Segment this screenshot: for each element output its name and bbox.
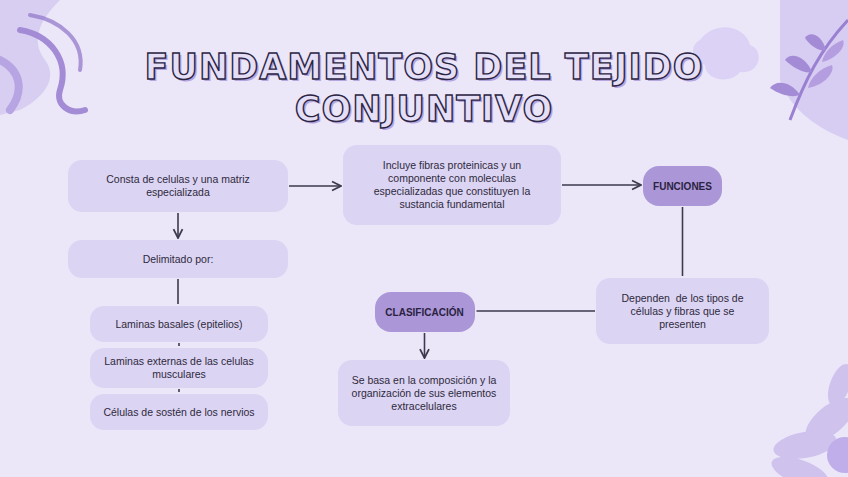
box-text: FUNCIONES [653,180,712,193]
process-box: Delimitado por: [68,240,288,278]
bottom-right-flower [768,361,848,477]
box-text: Laminas externas de las celulas muscular… [100,355,258,381]
top-right-leaves [693,0,848,140]
connector [177,279,179,304]
box-text: CLASIFICACIÓN [385,306,463,319]
box-text: Laminas basales (epitelios) [115,318,242,331]
connector [562,184,641,186]
box-text: Células de sostén de los nervios [103,406,254,419]
connector [289,185,341,187]
process-box: Se basa en la composición y la organizac… [338,360,510,426]
process-box: Células de sostén de los nervios [90,394,268,430]
box-text: Delimitado por: [143,253,214,266]
connector [178,389,180,392]
box-text: Dependen de los tipos de células y fibra… [606,292,759,331]
process-box: Laminas externas de las celulas muscular… [90,348,268,388]
box-text: Consta de celulas y una matriz especiali… [78,173,278,199]
connector [682,207,684,276]
process-box: Incluye fibras proteinicas y un componen… [343,145,561,225]
connector [177,213,179,238]
process-box: Dependen de los tipos de células y fibra… [596,278,769,344]
box-text: Se basa en la composición y la organizac… [348,374,500,413]
connector [424,333,426,358]
heading-box: FUNCIONES [643,166,722,206]
process-box: Consta de celulas y una matriz especiali… [68,160,288,212]
connector [178,343,180,346]
heading-box: CLASIFICACIÓN [375,292,475,332]
process-box: Laminas basales (epitelios) [90,306,268,342]
box-text: Incluye fibras proteinicas y un componen… [353,159,551,211]
title: FUNDAMENTOS DEL TEJIDO CONJUNTIVO [124,46,724,130]
top-left-swirl [0,0,85,115]
connector [477,310,596,312]
